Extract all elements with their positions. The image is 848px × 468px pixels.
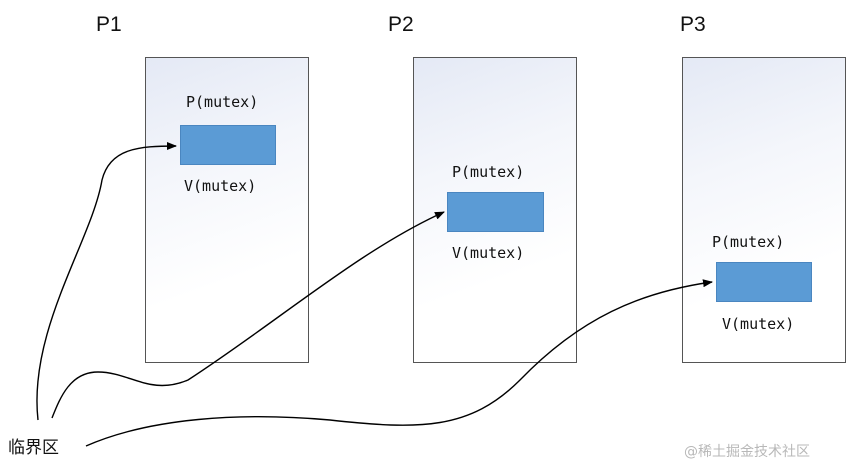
p-mutex-label-p1: P(mutex) [186, 93, 259, 111]
p-mutex-label-p2: P(mutex) [452, 163, 525, 181]
p-mutex-label-p3: P(mutex) [712, 233, 785, 251]
v-mutex-label-p3: V(mutex) [722, 315, 795, 333]
critical-block-p2 [447, 192, 544, 232]
v-mutex-label-p2: V(mutex) [452, 244, 525, 262]
critical-block-p1 [180, 125, 276, 165]
process-title-p3: P3 [680, 13, 706, 36]
watermark-text: @稀土掘金技术社区 [684, 444, 810, 460]
process-box-p1 [145, 57, 309, 363]
v-mutex-label-p1: V(mutex) [184, 177, 257, 195]
critical-section-label: 临界区 [8, 438, 59, 458]
critical-block-p3 [716, 262, 812, 302]
arrow-to-p3 [85, 279, 713, 447]
process-title-p1: P1 [96, 13, 122, 36]
process-title-p2: P2 [388, 13, 414, 36]
arrow-to-p2 [51, 211, 445, 419]
arrow-to-p1 [36, 142, 177, 421]
process-box-p3 [682, 57, 846, 363]
